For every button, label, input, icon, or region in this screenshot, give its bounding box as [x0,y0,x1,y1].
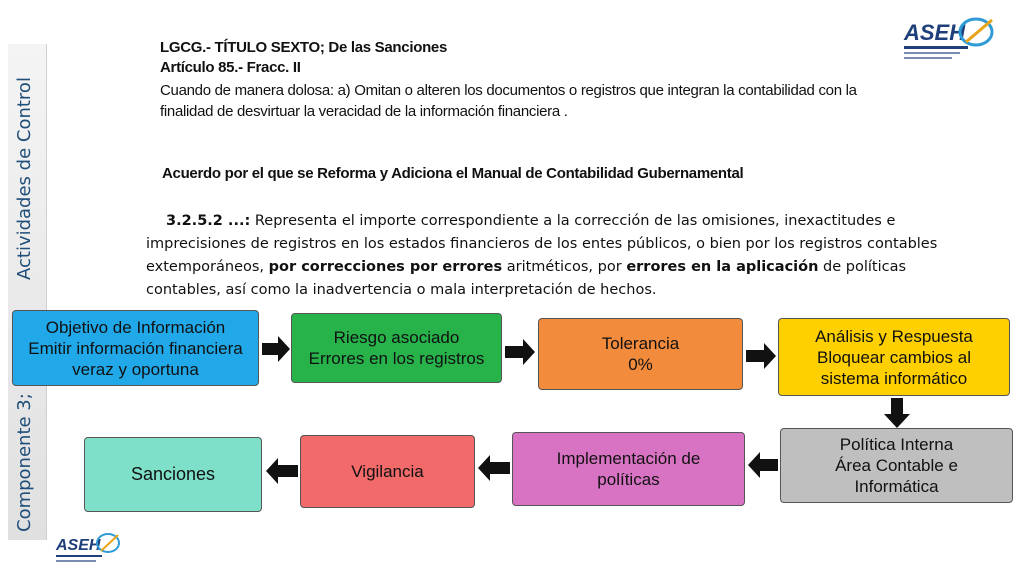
box-politica: Política Interna Área Contable e Informá… [780,428,1013,503]
sidebar-band [8,44,47,540]
acuerdo-title: Acuerdo por el que se Reforma y Adiciona… [162,165,744,182]
box-vigilancia: Vigilancia [300,435,475,508]
arrow-down-icon [884,398,910,428]
arrow-left-1-icon [748,452,778,478]
body-b2: errores en la aplicación [626,259,819,275]
body-paragraph: 3.2.5.2 ...: Representa el importe corre… [146,210,946,302]
box-analisis: Análisis y Respuesta Bloquear cambios al… [778,318,1010,396]
sidebar-label-actividades: Actividades de Control [14,77,35,280]
box-sanciones: Sanciones [84,437,262,512]
arrow-left-2-icon [478,455,510,481]
header-line2: Artículo 85.- Fracc. II [160,59,301,76]
body-p3: de políticas contables, así como la inad… [146,259,907,298]
sidebar: Actividades de Control Componente 3; [0,0,52,576]
body-p1: Representa el importe correspondiente a … [146,213,938,275]
body-lead: 3.2.5.2 ...: [166,213,251,229]
aseh-logo-small-icon: ASEH [55,533,120,562]
aseh-logo-icon: ASEH [900,14,1000,64]
box-riesgo: Riesgo asociado Errores en los registros [291,313,502,383]
header-line3: Cuando de manera dolosa: a) Omitan o alt… [160,82,857,99]
arrow-right-2-icon [505,339,535,365]
arrow-right-1-icon [262,336,290,362]
box-tolerancia: Tolerancia 0% [538,318,743,390]
svg-text:ASEH: ASEH [55,537,101,554]
body-p2: aritméticos, por [502,259,627,275]
header-line1: LGCG.- TÍTULO SEXTO; De las Sanciones [160,39,448,56]
box-objetivo: Objetivo de Información Emitir informaci… [12,310,259,386]
header-line4: finalidad de desvirtuar la veracidad de … [160,103,568,120]
svg-text:ASEH: ASEH [903,20,966,45]
arrow-left-3-icon [266,458,298,484]
sidebar-label-componente: Componente 3; [14,393,35,532]
arrow-right-3-icon [746,343,776,369]
body-b1: por correcciones por errores [268,259,503,275]
box-implementacion: Implementación de políticas [512,432,745,506]
